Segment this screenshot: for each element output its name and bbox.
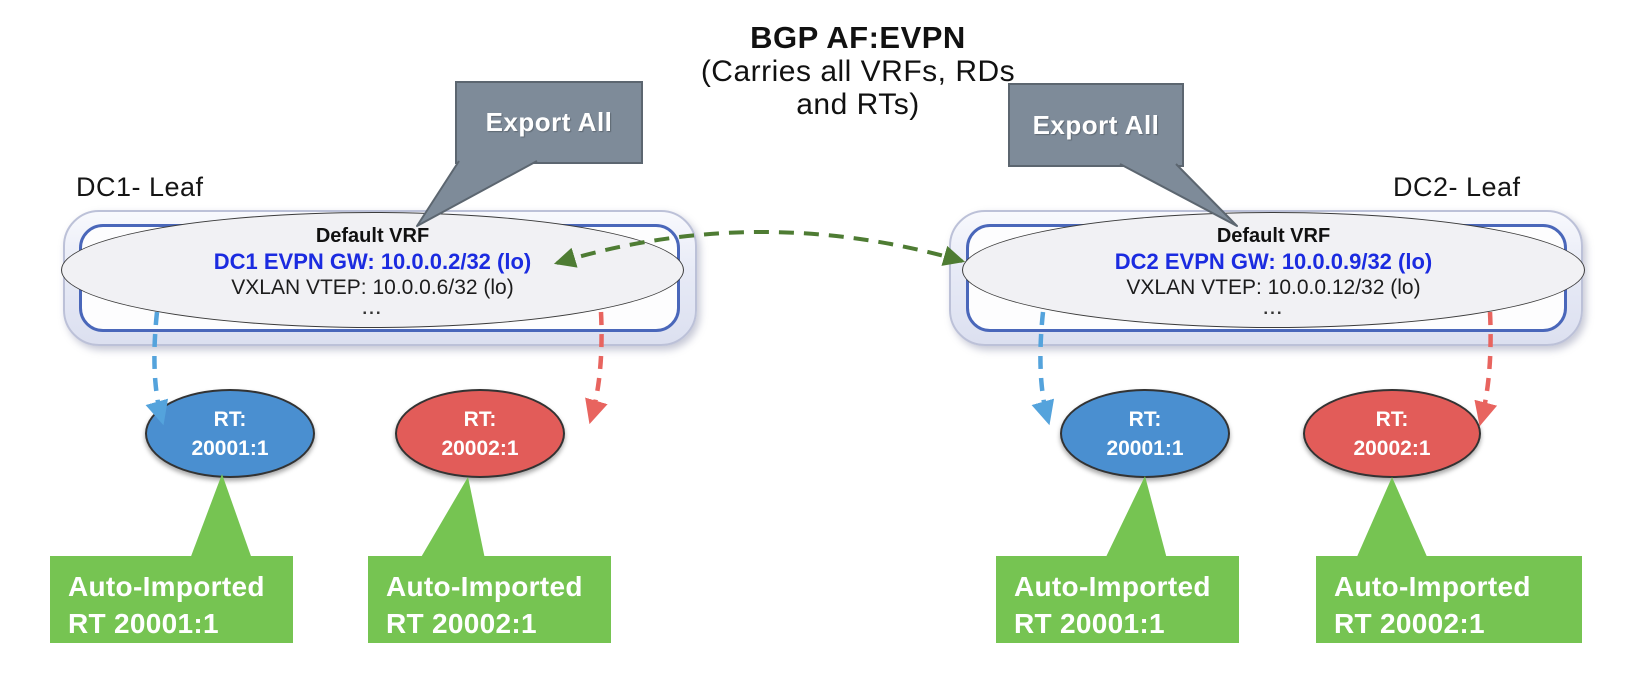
dc2-default-vrf-ellipse: Default VRF DC2 EVPN GW: 10.0.0.9/32 (lo… [962, 212, 1585, 328]
dc2-rt-20002-ellipse: RT: 20002:1 [1303, 389, 1481, 478]
dc1-auto-import-rt20002-box: Auto-Imported RT 20002:1 [368, 556, 611, 643]
rt-label: RT: [463, 407, 497, 431]
auto-imported-rt: RT 20002:1 [1334, 608, 1485, 639]
dc1-evpn-gw: DC1 EVPN GW: 10.0.0.2/32 (lo) [213, 248, 532, 274]
dc2-auto-import-rt20001-box: Auto-Imported RT 20001:1 [996, 556, 1239, 643]
rt-value: 20001:1 [191, 436, 269, 460]
dc2-rt-20001-ellipse: RT: 20001:1 [1060, 389, 1230, 478]
dc1-rt-20002-ellipse: RT: 20002:1 [395, 389, 565, 478]
auto-imported-rt: RT 20002:1 [386, 608, 537, 639]
rt-value: 20002:1 [441, 436, 519, 460]
rt-label: RT: [213, 407, 247, 431]
export-all-callout-left: Export All [455, 81, 643, 164]
rt-value: 20001:1 [1106, 436, 1184, 460]
title-line-2: (Carries all VRFs, RDs [700, 55, 1016, 88]
dc1-import-red-tail [420, 477, 485, 559]
export-all-label: Export All [1032, 109, 1160, 140]
dc1-leaf-label: DC1- Leaf [76, 172, 204, 202]
dc1-vxlan-vtep: VXLAN VTEP: 10.0.0.6/32 (lo) [231, 275, 514, 299]
dc2-vxlan-vtep: VXLAN VTEP: 10.0.0.12/32 (lo) [1126, 275, 1421, 299]
diagram-title: BGP AF:EVPN (Carries all VRFs, RDs and R… [701, 20, 1015, 121]
auto-imported-rt: RT 20001:1 [68, 608, 219, 639]
rt-label: RT: [1375, 407, 1409, 431]
dc1-vrf-title: Default VRF [315, 224, 430, 247]
dc1-rt-20001-ellipse: RT: 20001:1 [145, 389, 315, 478]
dc2-import-red-tail [1356, 477, 1428, 559]
dc1-import-blue-tail [190, 474, 252, 559]
auto-imported-label: Auto-Imported [386, 571, 583, 602]
export-all-callout-right: Export All [1008, 83, 1184, 167]
title-line-1: BGP AF:EVPN [750, 20, 966, 55]
dc1-ellipsis: ... [362, 298, 383, 318]
dc2-ellipsis: ... [1263, 298, 1284, 318]
dc1-auto-import-rt20001-box: Auto-Imported RT 20001:1 [50, 556, 293, 643]
dc2-vrf-title: Default VRF [1216, 224, 1331, 247]
dc2-import-blue-tail [1105, 476, 1167, 559]
dc2-leaf-label: DC2- Leaf [1393, 172, 1521, 202]
dc2-auto-import-rt20002-box: Auto-Imported RT 20002:1 [1316, 556, 1582, 643]
auto-imported-rt: RT 20001:1 [1014, 608, 1165, 639]
rt-value: 20002:1 [1353, 436, 1431, 460]
title-line-3: and RTs) [796, 88, 920, 121]
rt-label: RT: [1128, 407, 1162, 431]
export-all-label: Export All [485, 107, 613, 137]
dc1-default-vrf-ellipse: Default VRF DC1 EVPN GW: 10.0.0.2/32 (lo… [61, 212, 684, 328]
auto-imported-label: Auto-Imported [68, 571, 265, 602]
dc2-evpn-gw: DC2 EVPN GW: 10.0.0.9/32 (lo) [1114, 248, 1433, 274]
auto-imported-label: Auto-Imported [1334, 571, 1531, 602]
auto-imported-label: Auto-Imported [1014, 571, 1211, 602]
